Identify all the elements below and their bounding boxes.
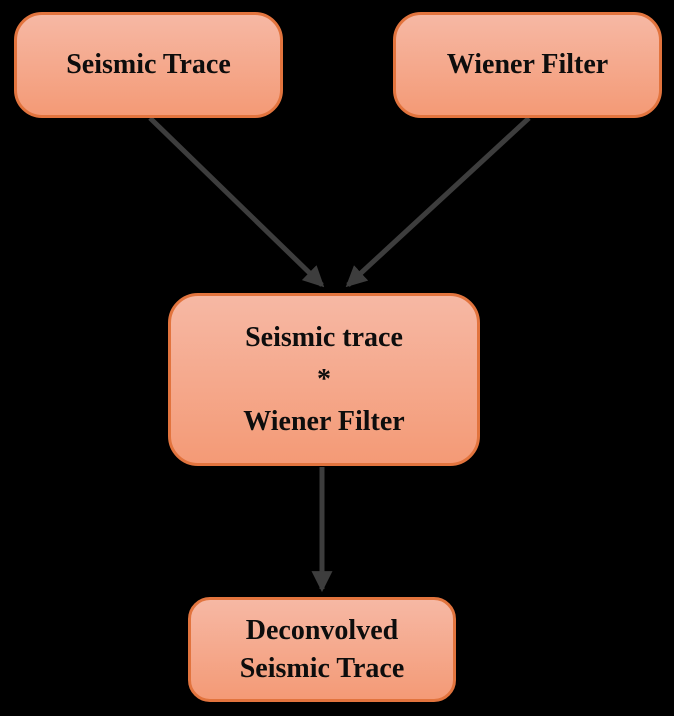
convolution-asterisk: * bbox=[317, 363, 331, 395]
node-deconvolved-seismic-trace: Deconvolved Seismic Trace bbox=[188, 597, 456, 702]
node-deconvolved-line-1: Deconvolved bbox=[245, 614, 399, 646]
arrow-wiener-filter-to-convolution bbox=[345, 116, 531, 288]
node-seismic-trace-label: Seismic Trace bbox=[66, 49, 231, 80]
node-convolution-line-2: Wiener Filter bbox=[243, 405, 405, 437]
node-wiener-filter: Wiener Filter bbox=[393, 12, 662, 118]
node-convolution-line-1: Seismic trace bbox=[245, 321, 403, 353]
node-convolution: Seismic trace * Wiener Filter bbox=[168, 293, 480, 466]
node-deconvolved-line-2: Seismic Trace bbox=[239, 652, 405, 684]
arrow-seismic-trace-to-convolution bbox=[148, 116, 325, 288]
node-wiener-filter-label: Wiener Filter bbox=[446, 49, 609, 80]
node-seismic-trace: Seismic Trace bbox=[14, 12, 283, 118]
